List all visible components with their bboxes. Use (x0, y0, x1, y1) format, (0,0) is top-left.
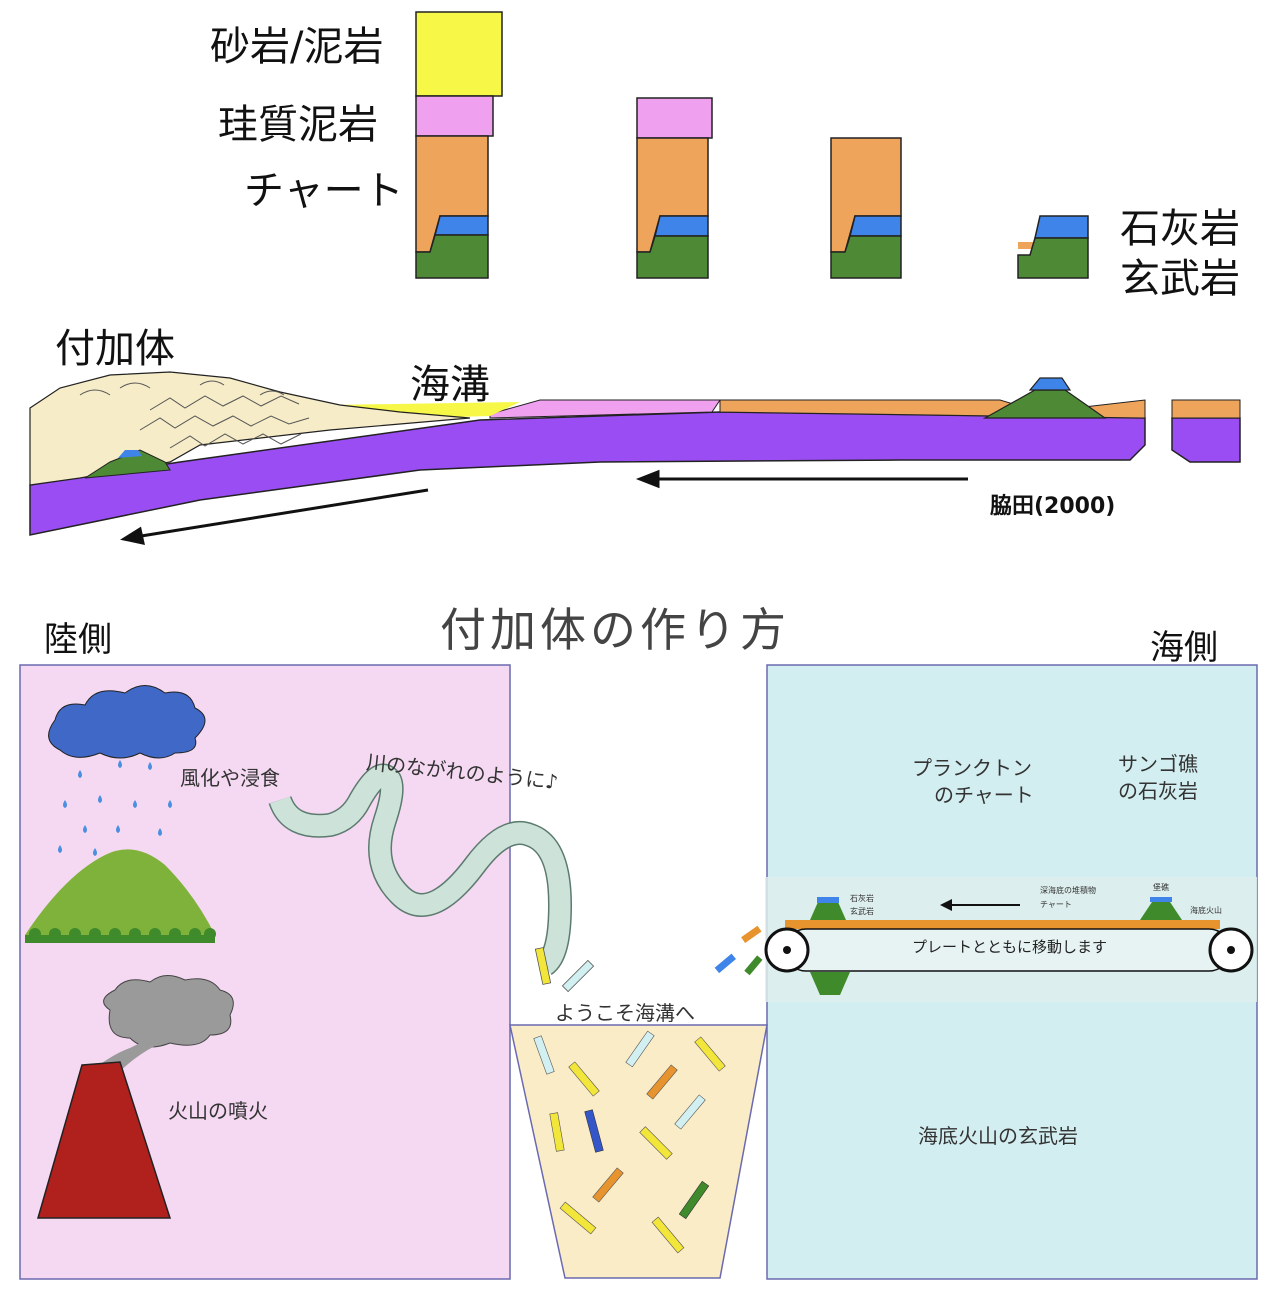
basalt-layer (830, 235, 902, 279)
plate-motion-arrow-left (120, 488, 429, 545)
belt-label-deep-sea-sediment: 深海底の堆積物 (1040, 886, 1096, 895)
column-2 (636, 97, 713, 279)
conveyor-belt (764, 877, 1257, 1002)
label-siliceous-mudstone: 珪質泥岩 (218, 102, 378, 148)
cross-section (29, 371, 1241, 545)
label-plankton-1: プランクトン (912, 756, 1032, 780)
stratigraphy-diagram (29, 11, 1241, 545)
chert-layer (1018, 242, 1034, 249)
falling-sediment (534, 925, 763, 993)
prism-faults (79, 380, 310, 449)
label-volcano: 火山の噴火 (168, 1099, 268, 1123)
page-title: 付加体の作り方 (440, 603, 790, 657)
oceanic-plate (29, 411, 1146, 536)
label-accretionary-prism: 付加体 (55, 326, 175, 372)
trench-sediment (330, 402, 520, 418)
sandstone-layer (415, 11, 503, 97)
green-hill (25, 849, 216, 943)
seamount-limestone (1028, 377, 1072, 391)
label-limestone: 石灰岩 (1120, 206, 1240, 252)
belt-label-seamount: 海底火山 (1190, 906, 1222, 915)
belt-label-basalt: 玄武岩 (850, 907, 874, 916)
label-trench: 海溝 (410, 362, 490, 408)
label-belt: プレートとともに移動します (912, 938, 1108, 956)
basalt-layer (1017, 237, 1089, 279)
label-weathering: 風化や浸食 (180, 766, 280, 790)
belt-label-chert: チャート (1040, 900, 1072, 909)
belt-label-reef: 堡礁 (1153, 883, 1169, 892)
label-land-side: 陸側 (44, 620, 112, 660)
column-1 (415, 11, 503, 279)
trench-sediment-pieces (533, 1030, 726, 1254)
chert-cover-right (1171, 399, 1241, 419)
credit-label: 脇田(2000) (990, 494, 1116, 519)
label-sandstone-mudstone: 砂岩/泥岩 (210, 24, 384, 70)
label-coral-2: の石灰岩 (1118, 779, 1198, 803)
plate-motion-arrow-right (635, 469, 968, 489)
accreted-basalt (84, 449, 171, 479)
rain-cloud (48, 685, 206, 856)
column-3 (830, 137, 902, 279)
siliceous-mudstone-layer (636, 97, 713, 139)
label-basalt: 玄武岩 (1120, 256, 1240, 302)
basalt-layer (636, 235, 709, 279)
accreted-limestone (118, 450, 142, 458)
volcano (37, 975, 234, 1219)
label-welcome: ようこそ海溝へ (555, 1001, 695, 1025)
siliceous-mudstone-layer (415, 95, 494, 137)
label-plankton-2: のチャート (934, 783, 1034, 807)
label-sea-side: 海側 (1150, 628, 1218, 668)
siliceous-mudstone-cover (489, 399, 721, 419)
label-chert: チャート (244, 168, 404, 214)
column-4 (1017, 215, 1089, 279)
belt-label-limestone: 石灰岩 (850, 894, 874, 903)
basalt-layer (415, 234, 489, 279)
label-coral-1: サンゴ礁 (1118, 752, 1198, 776)
label-seamount-basalt: 海底火山の玄武岩 (918, 1124, 1078, 1148)
